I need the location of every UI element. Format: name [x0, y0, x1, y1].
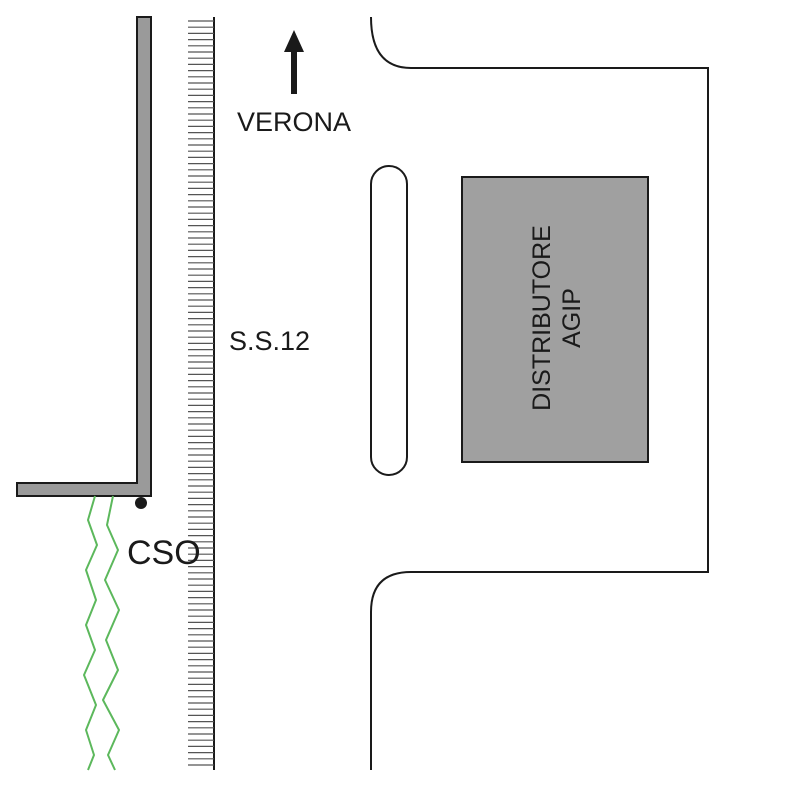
traffic-island [370, 165, 408, 476]
vegetation-line-left [83, 495, 98, 771]
vegetation-line-right [102, 495, 120, 771]
arrow-up-icon [284, 30, 304, 94]
direction-label: VERONA [237, 107, 351, 137]
cso-label: CSO [127, 534, 201, 572]
fuel-station-building [461, 176, 649, 463]
station-label-line2: AGIP [558, 288, 586, 348]
road-label: S.S.12 [229, 326, 310, 356]
road-edge-hatching [188, 20, 214, 766]
station-label-line1: DISTRIBUTORE [528, 225, 556, 411]
concrete-wall [16, 16, 152, 497]
lot-boundary-top [370, 16, 709, 770]
cso-outfall-dot [135, 497, 147, 509]
